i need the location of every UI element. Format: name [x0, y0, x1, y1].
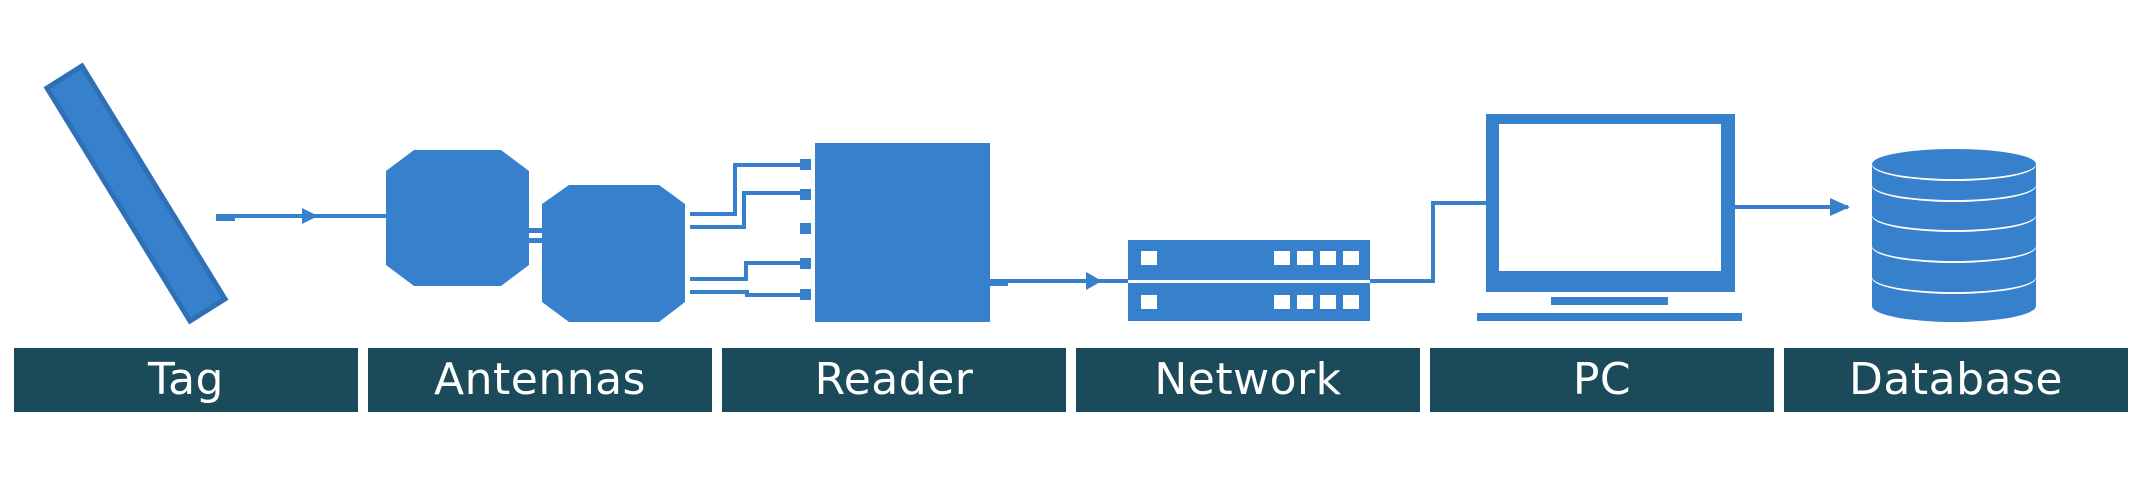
pc-monitor-icon [1477, 114, 1742, 321]
label-pc: PC [1430, 348, 1774, 412]
reader-ports [800, 159, 811, 300]
antenna-right-icon [542, 185, 685, 322]
antenna-reader-cables [690, 163, 803, 297]
rfid-tag-icon [43, 62, 229, 325]
database-icon [1872, 149, 2036, 322]
label-tag: Tag [14, 348, 358, 412]
label-antennas: Antennas [368, 348, 712, 412]
network-to-pc-line [1370, 201, 1486, 283]
tag-to-antenna-arrow [216, 208, 386, 224]
antennas-icon [386, 150, 685, 322]
label-network: Network [1076, 348, 1420, 412]
network-switch-icon [1128, 240, 1370, 321]
label-database: Database [1784, 348, 2128, 412]
label-reader: Reader [722, 348, 1066, 412]
reader-icon [815, 143, 990, 322]
reader-to-network-arrow [990, 272, 1128, 290]
pc-to-database-arrow [1735, 198, 1850, 216]
antenna-left-icon [386, 150, 529, 286]
